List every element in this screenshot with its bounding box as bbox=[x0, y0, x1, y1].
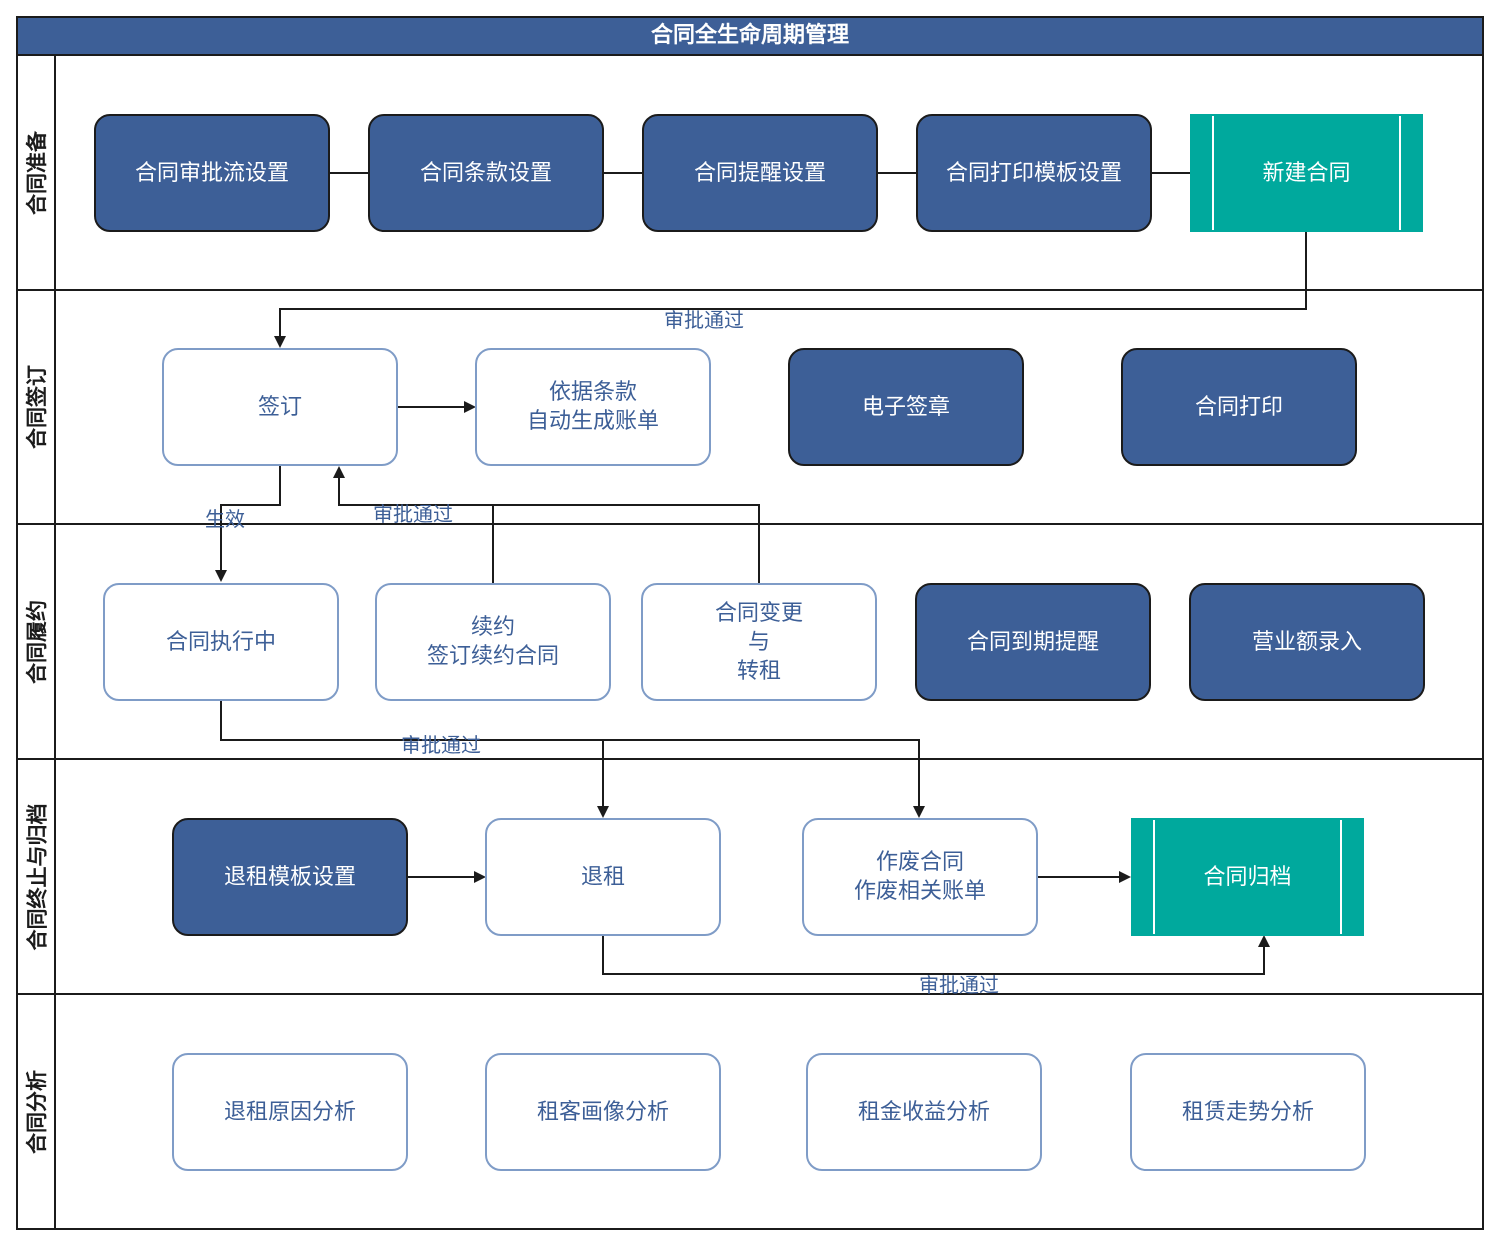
node-revenue-entry[interactable]: 营业额录入 bbox=[1189, 583, 1425, 701]
node-termination[interactable]: 退租 bbox=[485, 818, 721, 936]
node-expiry-reminder[interactable]: 合同到期提醒 bbox=[915, 583, 1151, 701]
node-rent-revenue-analysis[interactable]: 租金收益分析 bbox=[806, 1053, 1042, 1171]
arrow-execution-to-void bbox=[220, 701, 925, 818]
arrow-termination-to-archive bbox=[602, 935, 1270, 975]
node-approval-flow-setup[interactable]: 合同审批流设置 bbox=[94, 114, 330, 232]
node-lease-trend-analysis[interactable]: 租赁走势分析 bbox=[1130, 1053, 1366, 1171]
arrow-new-to-sign bbox=[274, 232, 1307, 348]
node-renewal[interactable]: 续约 签订续约合同 bbox=[375, 583, 611, 701]
node-new-contract[interactable]: 新建合同 bbox=[1190, 114, 1423, 232]
node-in-execution[interactable]: 合同执行中 bbox=[103, 583, 339, 701]
node-clause-setup[interactable]: 合同条款设置 bbox=[368, 114, 604, 232]
edge-label-approved-4: 审批通过 bbox=[919, 973, 999, 997]
node-sign[interactable]: 签订 bbox=[162, 348, 398, 466]
diagram-title: 合同全生命周期管理 bbox=[16, 16, 1484, 56]
node-e-seal[interactable]: 电子签章 bbox=[788, 348, 1024, 466]
arrow-renewal-to-sign bbox=[333, 466, 493, 506]
node-void-contract[interactable]: 作废合同 作废相关账单 bbox=[802, 818, 1038, 936]
node-archive[interactable]: 合同归档 bbox=[1131, 818, 1364, 936]
edge-label-approved-3: 审批通过 bbox=[401, 733, 481, 757]
edge-label-approved-1: 审批通过 bbox=[664, 308, 744, 332]
node-change-sublet[interactable]: 合同变更 与 转租 bbox=[641, 583, 877, 701]
node-termination-reason-analysis[interactable]: 退租原因分析 bbox=[172, 1053, 408, 1171]
edge-label-approved-2: 审批通过 bbox=[373, 502, 453, 526]
connector-renewal-change bbox=[492, 504, 760, 583]
node-auto-bill[interactable]: 依据条款 自动生成账单 bbox=[475, 348, 711, 466]
arrow-sign-to-execution bbox=[215, 466, 281, 582]
node-termination-template-setup[interactable]: 退租模板设置 bbox=[172, 818, 408, 936]
node-tenant-profile-analysis[interactable]: 租客画像分析 bbox=[485, 1053, 721, 1171]
edge-label-effective: 生效 bbox=[205, 507, 245, 531]
node-contract-print[interactable]: 合同打印 bbox=[1121, 348, 1357, 466]
node-reminder-setup[interactable]: 合同提醒设置 bbox=[642, 114, 878, 232]
node-print-template-setup[interactable]: 合同打印模板设置 bbox=[916, 114, 1152, 232]
